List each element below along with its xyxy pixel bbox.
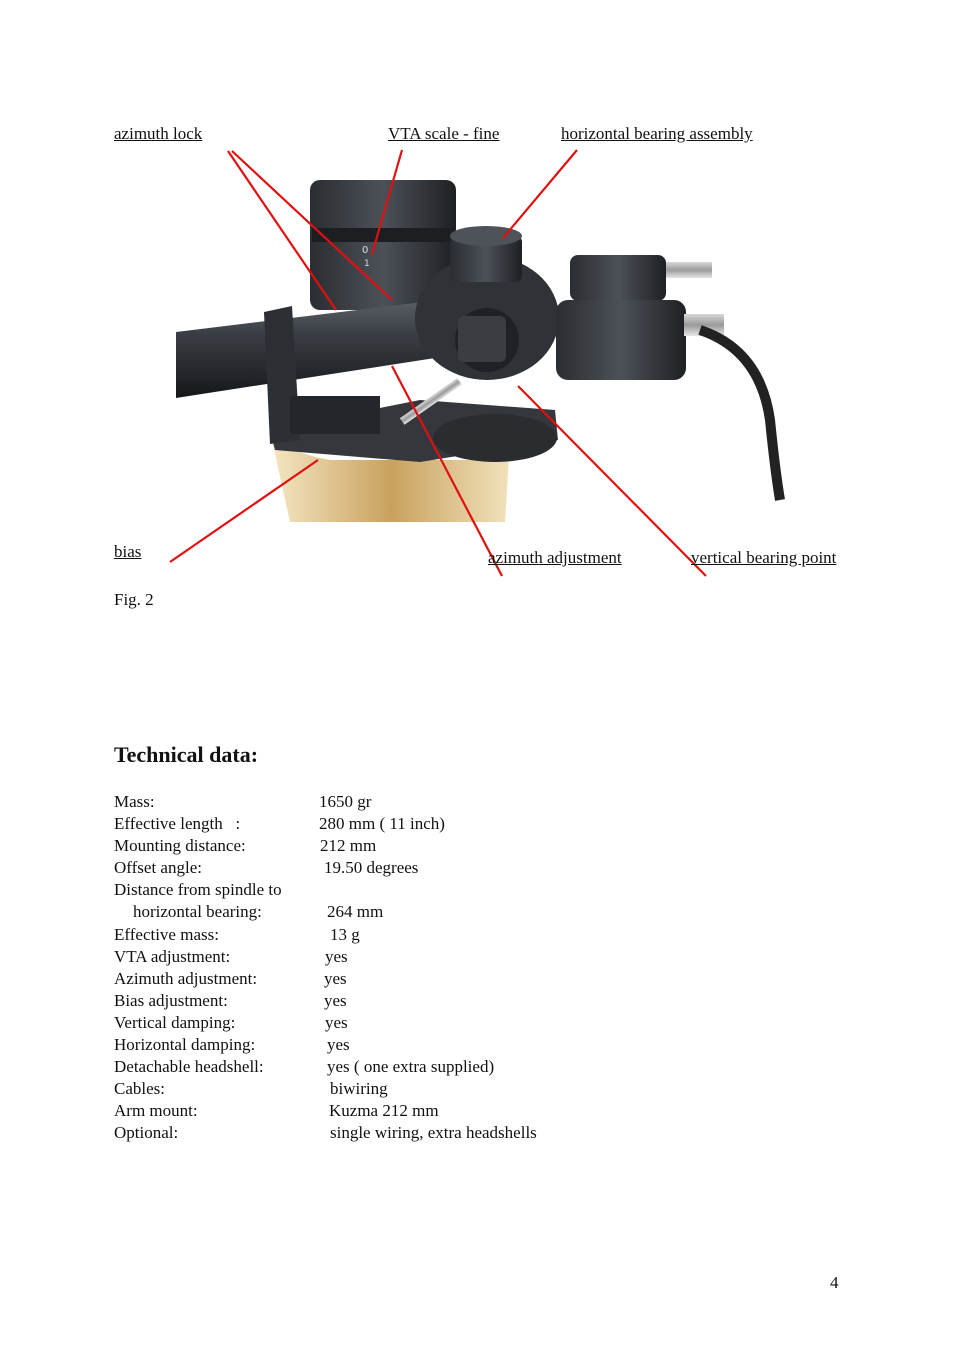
spec-value: biwiring bbox=[330, 1079, 388, 1099]
spec-value: yes bbox=[324, 968, 347, 988]
vta-tower bbox=[310, 180, 456, 310]
spec-label: VTA adjustment: bbox=[114, 946, 231, 966]
spec-value: 212 mm bbox=[320, 836, 377, 856]
spec-value: Kuzma 212 mm bbox=[329, 1101, 439, 1121]
section-title: Technical data: bbox=[114, 742, 259, 767]
vta-dial-mark-1: 1 bbox=[364, 259, 370, 269]
spec-label: Optional: bbox=[114, 1123, 179, 1143]
figure-caption: Fig. 2 bbox=[114, 590, 154, 609]
spec-label: Bias adjustment: bbox=[114, 990, 228, 1010]
spec-value: yes bbox=[325, 946, 348, 966]
spec-label: Detachable headshell: bbox=[114, 1057, 264, 1077]
callout-azimuth-lock: azimuth lock bbox=[114, 124, 203, 143]
brass-base bbox=[272, 440, 510, 522]
spec-value: yes bbox=[324, 990, 347, 1010]
spec-value: 264 mm bbox=[327, 902, 384, 922]
callout-vertical-bearing: vertical bearing point bbox=[691, 548, 837, 567]
spec-label: Mass: bbox=[114, 792, 155, 811]
leader-lines bbox=[169, 149, 707, 577]
callout-bias: bias bbox=[114, 542, 142, 561]
spec-value: 280 mm ( 11 inch) bbox=[319, 814, 445, 834]
spec-value: yes bbox=[327, 1035, 350, 1055]
spec-label: Effective mass: bbox=[114, 924, 219, 944]
spec-value: 1650 gr bbox=[319, 792, 372, 811]
arm-tube bbox=[176, 300, 448, 398]
vta-dial-mark-0: 0 bbox=[362, 245, 368, 256]
spec-value: yes ( one extra supplied) bbox=[327, 1057, 495, 1077]
horizontal-bearing-cylinder bbox=[450, 236, 522, 282]
spec-label: Arm mount: bbox=[114, 1101, 198, 1121]
spec-label: Azimuth adjustment: bbox=[114, 968, 258, 988]
spec-label: horizontal bearing: bbox=[133, 902, 262, 922]
callout-vta-scale: VTA scale - fine bbox=[388, 124, 500, 143]
counterweight-upper bbox=[570, 255, 666, 301]
spec-label: Offset angle: bbox=[114, 858, 202, 878]
tonearm-photo: 0 1 bbox=[169, 149, 785, 577]
spec-value: single wiring, extra headshells bbox=[330, 1123, 537, 1143]
counterweight-lower bbox=[556, 300, 686, 380]
page-number: 4 bbox=[830, 1273, 839, 1292]
callout-horizontal-bearing: horizontal bearing assembly bbox=[561, 124, 753, 143]
spec-label: Mounting distance: bbox=[114, 836, 246, 856]
spec-value: 13 g bbox=[330, 924, 360, 944]
spec-label: Distance from spindle to bbox=[114, 880, 282, 900]
spec-label: Horizontal damping: bbox=[114, 1035, 256, 1055]
spec-value: yes bbox=[325, 1012, 348, 1032]
spec-label: Cables: bbox=[114, 1079, 165, 1099]
tonearm-cable bbox=[698, 325, 785, 501]
spec-label: Effective length : bbox=[114, 814, 241, 834]
spec-value: 19.50 degrees bbox=[324, 858, 419, 878]
spec-label: Vertical damping: bbox=[114, 1012, 236, 1032]
callout-azimuth-adjustment: azimuth adjustment bbox=[488, 548, 622, 567]
